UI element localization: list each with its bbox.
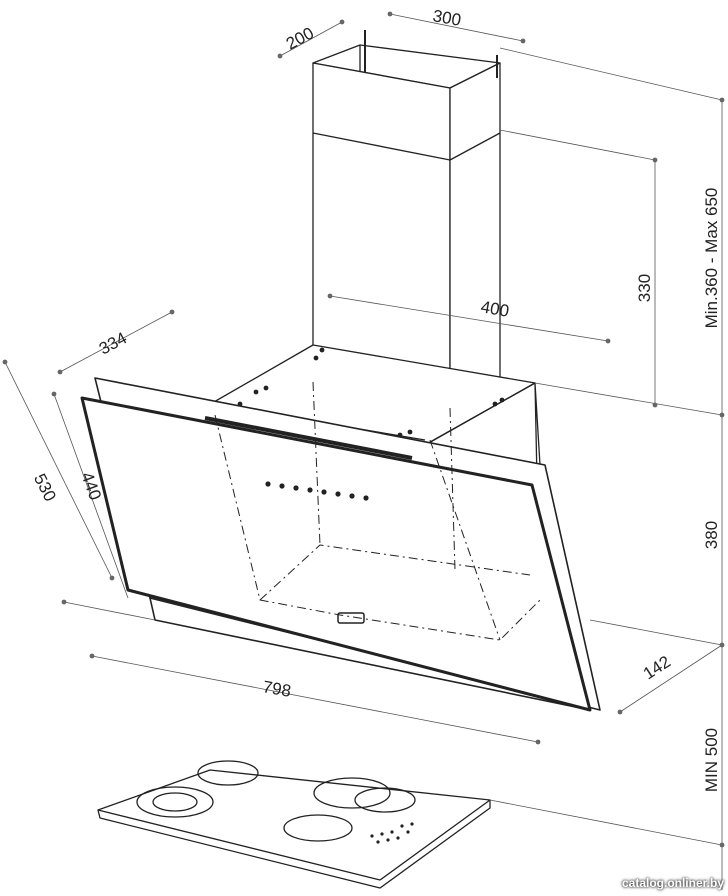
hidden-lines xyxy=(214,381,541,641)
dim-upper-chimney: 330 xyxy=(635,274,654,302)
dim-hood-width: 798 xyxy=(261,677,292,701)
dim-bottom-depth: 142 xyxy=(640,652,674,683)
cooktop xyxy=(97,760,491,889)
dim-body-height: 530 xyxy=(30,471,60,505)
dim-min-clearance: MIN 500 xyxy=(702,728,721,792)
dim-chimney-width: 300 xyxy=(431,6,462,30)
control-button-dots xyxy=(237,347,505,501)
dimension-points xyxy=(2,11,725,848)
dimension-lines xyxy=(4,13,723,890)
dim-chimney-height-range: Min.360 - Max 650 xyxy=(702,188,721,329)
hood-details xyxy=(204,416,413,624)
dim-hood-height: 380 xyxy=(702,521,721,549)
dim-hood-width-top: 400 xyxy=(479,297,510,321)
dim-hood-depth-top: 334 xyxy=(96,328,130,358)
watermark: catalog.onliner.by xyxy=(621,876,724,890)
dim-chimney-depth: 200 xyxy=(283,23,317,53)
